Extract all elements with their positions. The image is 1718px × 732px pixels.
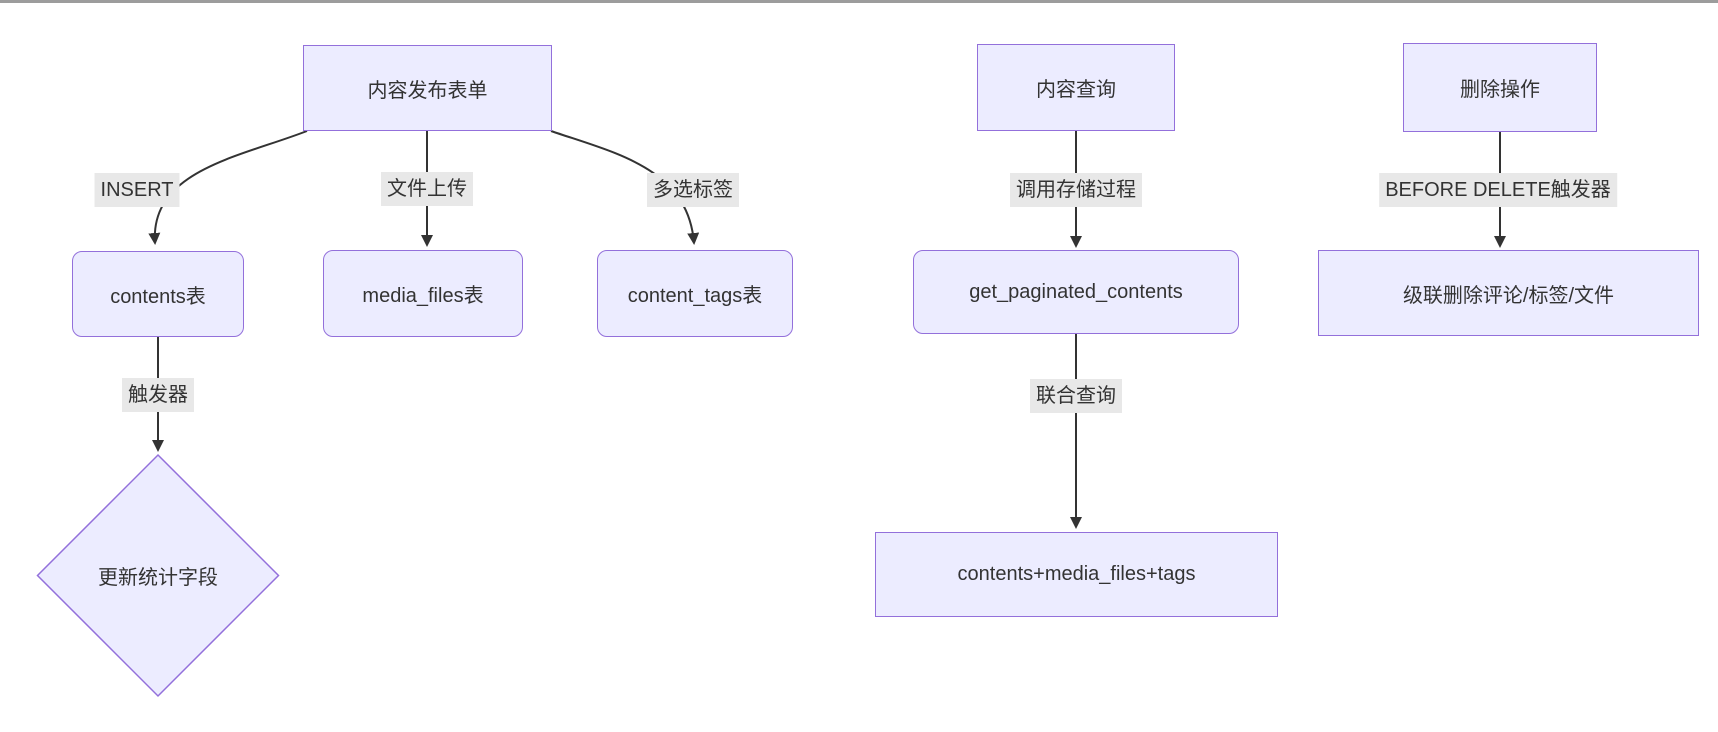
node-cascade-delete: 级联删除评论/标签/文件 — [1318, 250, 1699, 336]
edge-label-union-query: 联合查询 — [1030, 379, 1122, 413]
edge-publish-to-contents — [148, 130, 308, 245]
edge-label-call-stored-procedure: 调用存储过程 — [1010, 173, 1142, 207]
node-content-query: 内容查询 — [977, 44, 1175, 131]
node-contents-table: contents表 — [72, 251, 244, 337]
edge-label-insert: INSERT — [94, 173, 180, 207]
node-delete-operation: 删除操作 — [1403, 43, 1597, 132]
node-update-stats-field-label: 更新统计字段 — [98, 567, 218, 589]
node-content-tags-table: content_tags表 — [597, 250, 793, 337]
edge-label-before-delete-trigger: BEFORE DELETE触发器 — [1379, 173, 1617, 207]
window-top-divider — [0, 0, 1718, 3]
edge-label-multi-select-tags: 多选标签 — [647, 173, 739, 207]
edge-publish-to-content-tags — [550, 130, 700, 245]
edge-label-file-upload: 文件上传 — [381, 172, 473, 206]
edge-label-trigger: 触发器 — [122, 378, 194, 412]
update-stats-diamond-shape — [36, 453, 280, 698]
node-media-files-table: media_files表 — [323, 250, 523, 337]
node-content-publish-form: 内容发布表单 — [303, 45, 552, 131]
node-joined-result: contents+media_files+tags — [875, 532, 1278, 617]
node-get-paginated-contents: get_paginated_contents — [913, 250, 1239, 334]
